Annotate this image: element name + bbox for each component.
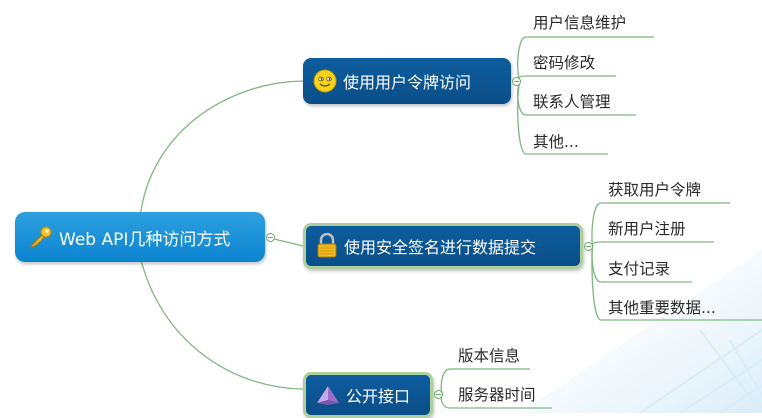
subtopic-item[interactable]: 支付记录 (608, 260, 671, 278)
branch-label: 使用用户令牌访问 (343, 73, 472, 92)
subtopic-item[interactable]: 用户信息维护 (533, 14, 627, 32)
branch-user-token[interactable]: 使用用户令牌访问 (303, 58, 511, 104)
branch-2-collapse-toggle[interactable] (584, 242, 593, 251)
smiley-icon (313, 69, 337, 93)
branch-1-subtopic-line (517, 75, 616, 82)
root-label: Web API几种访问方式 (59, 229, 231, 250)
subtopic-item[interactable]: 密码修改 (533, 54, 596, 72)
branch-2-subtopic-line (591, 245, 762, 321)
branch-public-api[interactable]: 公开接口 (303, 372, 433, 418)
branch-secure-signature[interactable]: 使用安全签名进行数据提交 (303, 223, 583, 269)
subtopic-item[interactable]: 联系人管理 (533, 93, 611, 111)
subtopic-item[interactable]: 版本信息 (458, 347, 521, 365)
root-collapse-toggle[interactable] (266, 233, 275, 242)
root-to-branch-1-line (139, 80, 304, 219)
subtopic-item[interactable]: 其他... (533, 133, 579, 151)
subtopic-item[interactable]: 新用户注册 (608, 220, 686, 238)
branch-label: 公开接口 (346, 387, 411, 406)
branch-2-subtopic-line (591, 241, 714, 247)
branch-label: 使用安全签名进行数据提交 (344, 238, 537, 257)
subtopic-item[interactable]: 其他重要数据... (608, 299, 716, 317)
root-to-branch-2-line (269, 237, 304, 247)
branch-3-collapse-toggle[interactable] (434, 390, 443, 399)
key-icon (27, 226, 53, 248)
pyramid-icon (316, 385, 340, 405)
lock-icon (316, 233, 338, 259)
root-to-branch-3-line (139, 255, 304, 390)
subtopic-item[interactable]: 服务器时间 (458, 386, 536, 404)
subtopic-item[interactable]: 获取用户令牌 (608, 181, 702, 199)
branch-1-collapse-toggle[interactable] (512, 77, 521, 86)
root-node[interactable]: Web API几种访问方式 (15, 212, 265, 262)
